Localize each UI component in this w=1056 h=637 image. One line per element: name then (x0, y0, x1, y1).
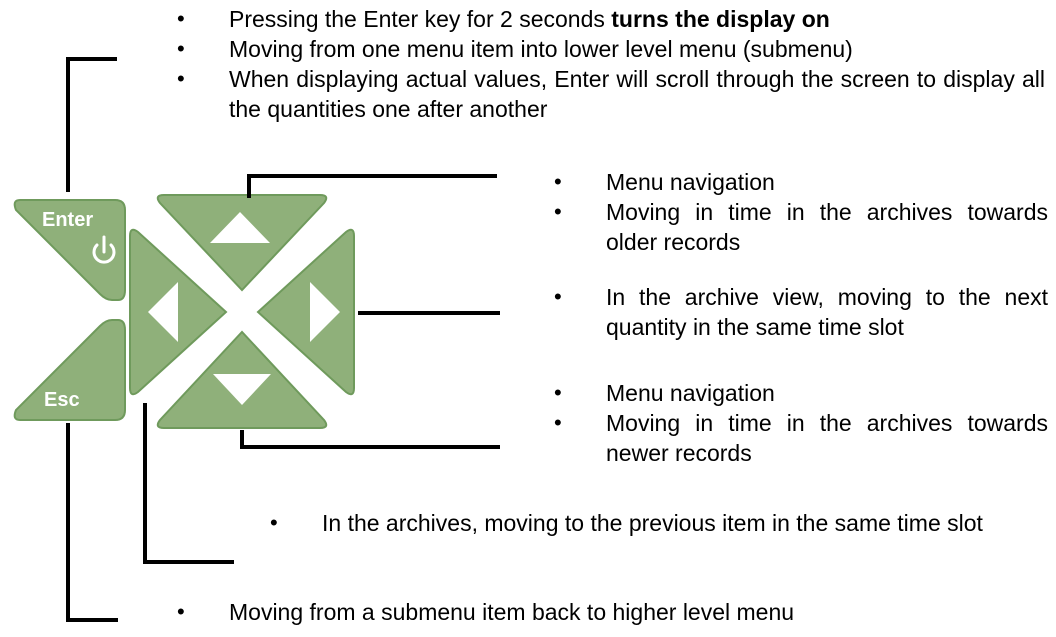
esc-key-notes: Moving from a submenu item back to highe… (157, 597, 1037, 627)
right-key-notes: In the archive view, moving to the next … (534, 282, 1048, 342)
enter-note-3: When displaying actual values, Enter wil… (157, 64, 1045, 124)
esc-callout-line (66, 423, 118, 622)
power-icon (92, 235, 116, 264)
enter-note-1: Pressing the Enter key for 2 seconds tur… (157, 4, 1045, 34)
down-note-2: Moving in time in the archives towards n… (534, 408, 1048, 468)
esc-key[interactable]: Esc (13, 319, 126, 421)
down-note-1: Menu navigation (534, 378, 1048, 408)
enter-note-2: Moving from one menu item into lower lev… (157, 34, 1045, 64)
up-note-1: Menu navigation (534, 167, 1048, 197)
enter-note-1-bold: turns the display on (611, 6, 830, 32)
triangle-left-icon (148, 282, 178, 342)
right-note-1: In the archive view, moving to the next … (534, 282, 1048, 342)
down-callout-line (240, 430, 500, 449)
down-key-notes: Menu navigation Moving in time in the ar… (534, 378, 1048, 468)
left-note-1: In the archives, moving to the previous … (250, 508, 1050, 538)
enter-key-label: Enter (42, 209, 93, 231)
esc-note-1: Moving from a submenu item back to highe… (157, 597, 1037, 627)
up-callout-line (247, 174, 497, 198)
up-key[interactable] (156, 194, 328, 292)
enter-key[interactable]: Enter (13, 199, 126, 301)
triangle-right-icon (310, 282, 340, 342)
down-key[interactable] (156, 330, 328, 429)
esc-key-label: Esc (44, 389, 80, 411)
enter-callout-line (66, 57, 117, 192)
triangle-down-icon (213, 374, 271, 405)
left-key-notes: In the archives, moving to the previous … (250, 508, 1050, 538)
enter-key-notes: Pressing the Enter key for 2 seconds tur… (157, 4, 1045, 124)
triangle-up-icon (210, 212, 270, 243)
up-note-2: Moving in time in the archives towards o… (534, 197, 1048, 257)
up-key-notes: Menu navigation Moving in time in the ar… (534, 167, 1048, 257)
left-key[interactable] (129, 228, 228, 396)
left-callout-line (143, 403, 234, 564)
right-key[interactable] (256, 228, 355, 396)
